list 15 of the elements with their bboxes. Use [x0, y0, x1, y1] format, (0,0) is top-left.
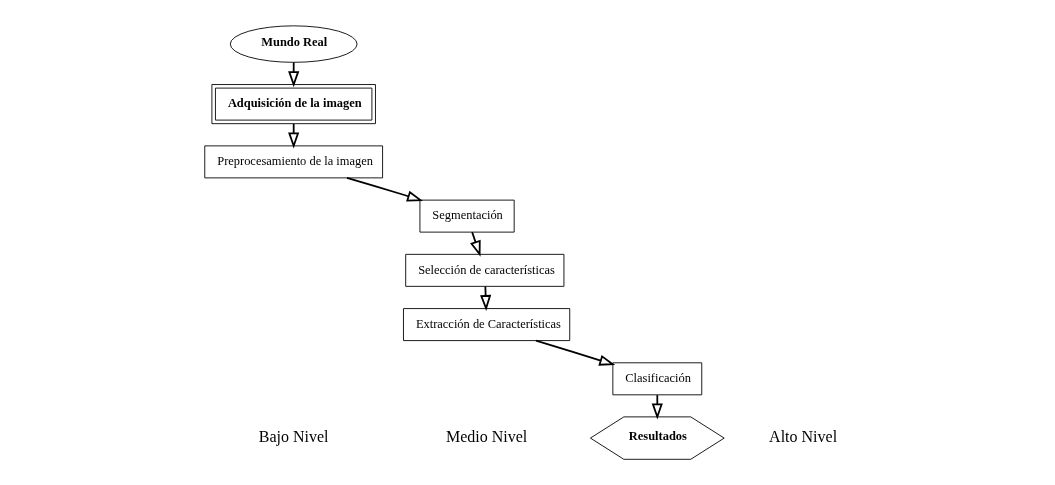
node-box: Segmentación [419, 199, 515, 233]
node-box: Selección de características [405, 253, 565, 287]
arrow [535, 339, 616, 366]
arrow [288, 123, 300, 149]
node-box: Clasificación [612, 362, 703, 396]
arrow [651, 394, 663, 420]
arrow [288, 61, 300, 88]
label: Alto Nivel [769, 428, 838, 445]
label: Medio Nivel [445, 428, 528, 445]
node-ellipse: Mundo Real [229, 25, 358, 63]
arrow [346, 177, 424, 202]
node-box: Preprocesamiento de la imagen [204, 145, 384, 179]
label: Bajo Nivel [258, 428, 329, 445]
arrow [470, 231, 481, 257]
node-box: Extracción de Características [403, 308, 571, 342]
